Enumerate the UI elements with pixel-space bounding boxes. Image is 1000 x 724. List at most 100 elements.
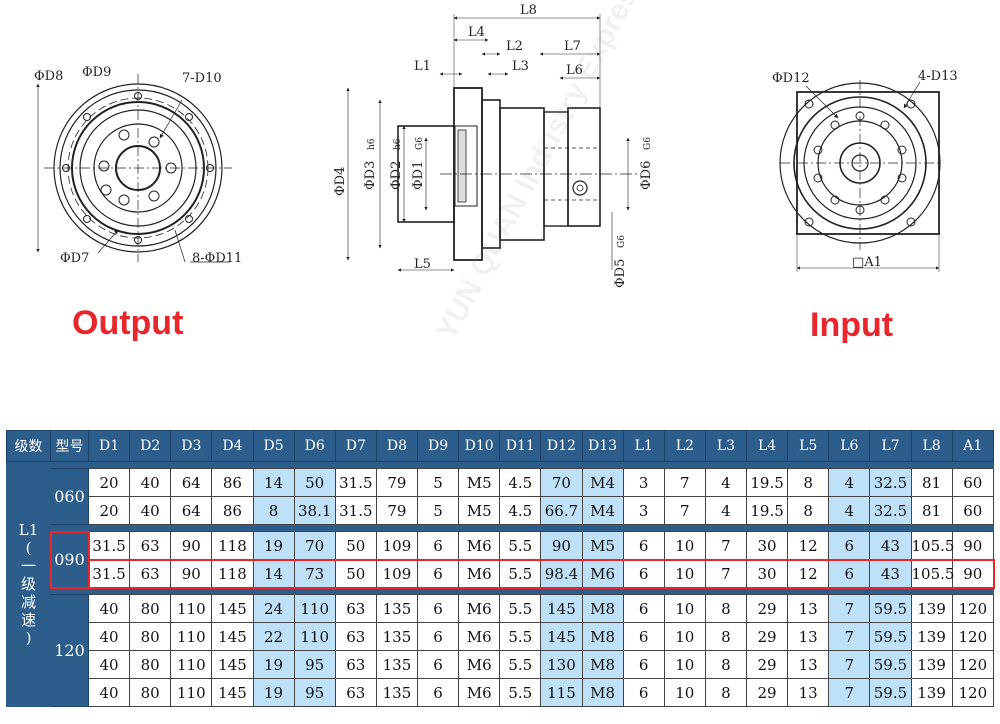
table-cell: 19 — [252, 650, 295, 679]
dim-d1: ΦD1 — [411, 161, 426, 190]
table-cell: 20 — [87, 468, 131, 497]
table-cell: 43 — [869, 559, 912, 588]
table-cell: 10 — [663, 594, 706, 623]
header-col: L5 — [787, 430, 830, 462]
header-col: D5 — [252, 430, 295, 462]
model-cell: 120 — [50, 594, 89, 707]
dim-d4: ΦD4 — [333, 167, 348, 196]
table-cell: 79 — [375, 468, 419, 497]
dim-d2: ΦD2 — [389, 161, 404, 190]
table-cell: 5.5 — [499, 559, 542, 588]
table-cell: 64 — [170, 468, 213, 497]
table-cell: 40 — [87, 594, 131, 623]
table-cell: 6 — [416, 559, 460, 588]
header-col: D6 — [293, 430, 336, 462]
table-cell: 139 — [910, 594, 953, 623]
table-cell: M5 — [458, 468, 501, 497]
table-cell: 90 — [170, 531, 213, 560]
table-cell: 145 — [211, 678, 254, 707]
table-cell: 5.5 — [499, 650, 542, 679]
table-cell: 14 — [252, 559, 295, 588]
table-cell: 90 — [540, 531, 583, 560]
table-cell: 6 — [416, 678, 460, 707]
table-cell: 7 — [828, 622, 871, 651]
table-cell: 63 — [129, 559, 172, 588]
table-cell: 30 — [745, 531, 789, 560]
table-cell: 10 — [663, 650, 706, 679]
table-cell: 109 — [375, 559, 419, 588]
table-cell: 6 — [416, 622, 460, 651]
table-cell: 3 — [622, 468, 665, 497]
table-cell: 59.5 — [869, 594, 912, 623]
table-cell: M8 — [581, 594, 624, 623]
table-cell: 115 — [540, 678, 583, 707]
table-cell: 40 — [129, 496, 172, 525]
table-cell: 110 — [293, 594, 336, 623]
dim-d9: ΦD9 — [82, 65, 111, 80]
model-cell: 090 — [50, 531, 89, 588]
header-col: L1 — [622, 430, 665, 462]
table-cell: 40 — [87, 650, 131, 679]
header-col: D1 — [87, 430, 131, 462]
table-cell: 120 — [951, 622, 995, 651]
table-cell: 79 — [375, 496, 419, 525]
input-label: Input — [810, 306, 894, 344]
table-cell: 6 — [416, 594, 460, 623]
table-cell: 139 — [910, 650, 953, 679]
table-cell: 70 — [540, 468, 583, 497]
table-cell: 19 — [252, 678, 295, 707]
technical-drawing: ΦD8 ΦD9 7-D10 ΦD7 8-ΦD11 L8 L4 L2 L7 L1 … — [34, 3, 958, 288]
table-cell: 63 — [334, 678, 377, 707]
dim-l4: L4 — [468, 25, 485, 40]
input-view — [779, 80, 941, 272]
table-cell: 19.5 — [745, 496, 789, 525]
table-cell: 6 — [622, 594, 665, 623]
table-cell: M6 — [458, 650, 501, 679]
table-cell: 3 — [622, 496, 665, 525]
table-cell: 86 — [211, 468, 254, 497]
dim-l7: L7 — [564, 39, 581, 54]
table-cell: 63 — [129, 531, 172, 560]
group-separator: L1 ( 一 级 减 速 ) — [6, 461, 994, 707]
table-cell: 90 — [951, 531, 995, 560]
table-cell: 50 — [293, 468, 336, 497]
header-col: L6 — [828, 430, 871, 462]
dim-d2-tol: h6 — [393, 138, 403, 150]
dim-d5-tol: G6 — [617, 235, 627, 248]
table-cell: 80 — [129, 622, 172, 651]
dim-d1-tol: G6 — [415, 137, 425, 150]
table-cell: 130 — [540, 650, 583, 679]
table-cell: M5 — [458, 496, 501, 525]
header-model: 型号 — [50, 430, 89, 462]
header-col: D8 — [375, 430, 419, 462]
table-cell: 110 — [170, 678, 213, 707]
table-cell: 59.5 — [869, 622, 912, 651]
table-cell: M4 — [581, 496, 624, 525]
dim-d12: ΦD12 — [772, 71, 810, 86]
table-cell: 32.5 — [869, 496, 912, 525]
table-cell: 29 — [745, 622, 789, 651]
table-cell: M8 — [581, 650, 624, 679]
dim-d6-tol: G6 — [643, 137, 653, 150]
level-cell: L1 ( 一 级 减 速 ) — [6, 461, 51, 707]
table-cell: 40 — [87, 678, 131, 707]
table-cell: M8 — [581, 622, 624, 651]
table-cell: 139 — [910, 622, 953, 651]
table-cell: 8 — [704, 650, 748, 679]
table-cell: 50 — [334, 559, 377, 588]
table-cell: 5.5 — [499, 678, 542, 707]
dim-d7: ΦD7 — [60, 251, 89, 266]
table-cell: 20 — [87, 496, 131, 525]
table-cell: M6 — [458, 559, 501, 588]
table-cell: 145 — [211, 650, 254, 679]
table-cell: 105.5 — [910, 531, 954, 560]
table-cell: 90 — [170, 559, 213, 588]
table-cell: M6 — [581, 559, 624, 588]
header-col: D4 — [211, 430, 254, 462]
dim-d8: ΦD8 — [34, 69, 63, 84]
table-cell: 120 — [951, 594, 995, 623]
